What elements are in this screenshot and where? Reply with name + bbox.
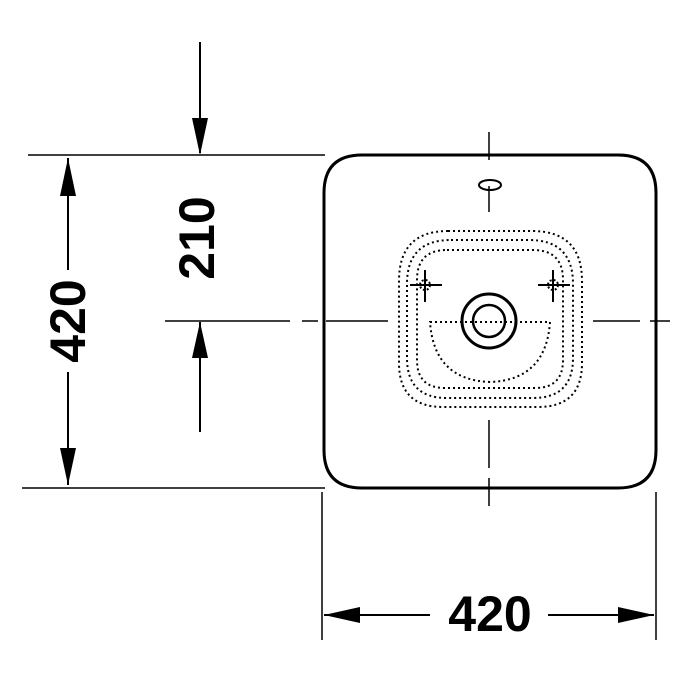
bowl-basin-recess [428,321,552,384]
drain-icon [460,292,518,350]
height-arrow-bottom [60,448,76,485]
inner-bowl-mid-contour [416,249,564,389]
basin-outline [322,153,658,490]
center-offset-label: 210 [169,196,225,279]
center-offset-dimension: 210 [169,42,225,432]
inner-bowl-outline [398,230,583,408]
width-arrow-right [618,607,654,623]
mounting-bolt-left-icon [410,270,442,302]
height-dimension-label: 420 [40,279,96,362]
width-dimension-label: 420 [448,586,531,642]
height-dimension: 420 [40,158,96,485]
width-dimension: 420 [324,586,654,642]
inner-bowl-outer-contour [398,230,583,408]
extension-lines [22,154,657,640]
center-lines [165,132,670,506]
inner-bowl-inner-contour [406,239,574,399]
overflow-hole-icon [478,179,502,191]
mounting-bolt-right-icon [538,270,570,302]
offset-arrow-top [192,118,208,155]
width-arrow-left [324,607,360,623]
offset-arrow-bottom [192,322,208,358]
height-arrow-top [60,158,76,196]
